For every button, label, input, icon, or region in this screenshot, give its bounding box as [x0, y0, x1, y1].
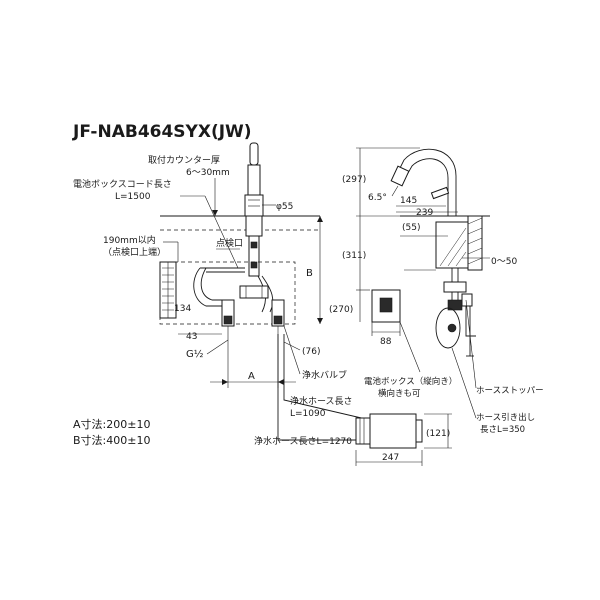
inspection-port-label: 点検口 — [216, 237, 243, 249]
purify-hose-1 — [283, 334, 371, 421]
left-elevation: φ55 取付カウンター厚 6～30mm 電池ボックスコード長さ L=1500 1… — [73, 142, 371, 447]
purify-valve-label: 浄水バルブ — [302, 369, 347, 381]
hose-pull-label: ホース引き出し — [476, 412, 535, 423]
hose-pull-value: 長さL=350 — [480, 425, 525, 435]
dim-a-label: A — [248, 371, 255, 382]
purify-hose-2-label: 浄水ホース長さL=1270 — [254, 435, 352, 447]
counter-thickness-value: 6～30mm — [186, 168, 230, 178]
purify-hose-1-value: L=1090 — [290, 409, 326, 419]
purify-hose-1-label: 浄水ホース長さ — [290, 395, 353, 407]
dim-0-50: 0～50 — [491, 257, 517, 267]
inspection-limit-sub: （点検口上端） — [103, 246, 166, 258]
dim-134: 134 — [174, 304, 191, 314]
hose-stopper-label: ホースストッパー — [476, 386, 544, 396]
hose-stopper-fitting — [443, 281, 467, 293]
battery-cord-label: 電池ボックスコード長さ — [73, 178, 172, 190]
purify-hose-2 — [277, 334, 370, 441]
battery-cord-value: L=1500 — [115, 192, 151, 202]
dim-a-note: A寸法:200±10 — [73, 417, 150, 431]
battery-box-sub: 横向きも可 — [378, 388, 421, 399]
dim-88: 88 — [380, 337, 392, 347]
dim-145: 145 — [400, 196, 417, 206]
spout-head — [390, 165, 410, 187]
dim-76: (76) — [302, 347, 320, 357]
dim-247: 247 — [382, 453, 399, 463]
hose-loop — [435, 307, 461, 349]
hose-loop-2 — [261, 275, 274, 313]
counter-thickness-label: 取付カウンター厚 — [148, 155, 220, 166]
dim-55: (55) — [402, 223, 420, 233]
spout-gooseneck — [395, 148, 457, 216]
faucet-body — [244, 142, 264, 277]
right-elevation: (297) 6.5° 145 239 (55) (311) 0～50 — [329, 147, 544, 466]
phi55-label: φ55 — [276, 202, 293, 212]
right-counter-slab — [435, 221, 469, 269]
battery-box-label: 電池ボックス（縦向き） — [364, 376, 457, 387]
dim-121: (121) — [426, 429, 450, 439]
dim-239: 239 — [416, 208, 433, 218]
lever-handle — [430, 186, 450, 200]
dim-297: (297) — [342, 175, 366, 185]
model-title: JF-NAB464SYX(JW) — [72, 122, 252, 142]
dim-b-note: B寸法:400±10 — [73, 433, 150, 447]
dim-43: 43 — [186, 332, 197, 342]
dim-270: (270) — [329, 305, 353, 315]
dim-311: (311) — [342, 251, 366, 261]
dim-b-label: B — [306, 268, 313, 279]
inspection-limit-label: 190mm以内 — [103, 234, 156, 246]
hose-loop-1 — [193, 267, 228, 307]
angle-label: 6.5° — [368, 193, 387, 203]
filter-cartridge — [355, 413, 423, 449]
thread-g12: G½ — [186, 348, 204, 360]
